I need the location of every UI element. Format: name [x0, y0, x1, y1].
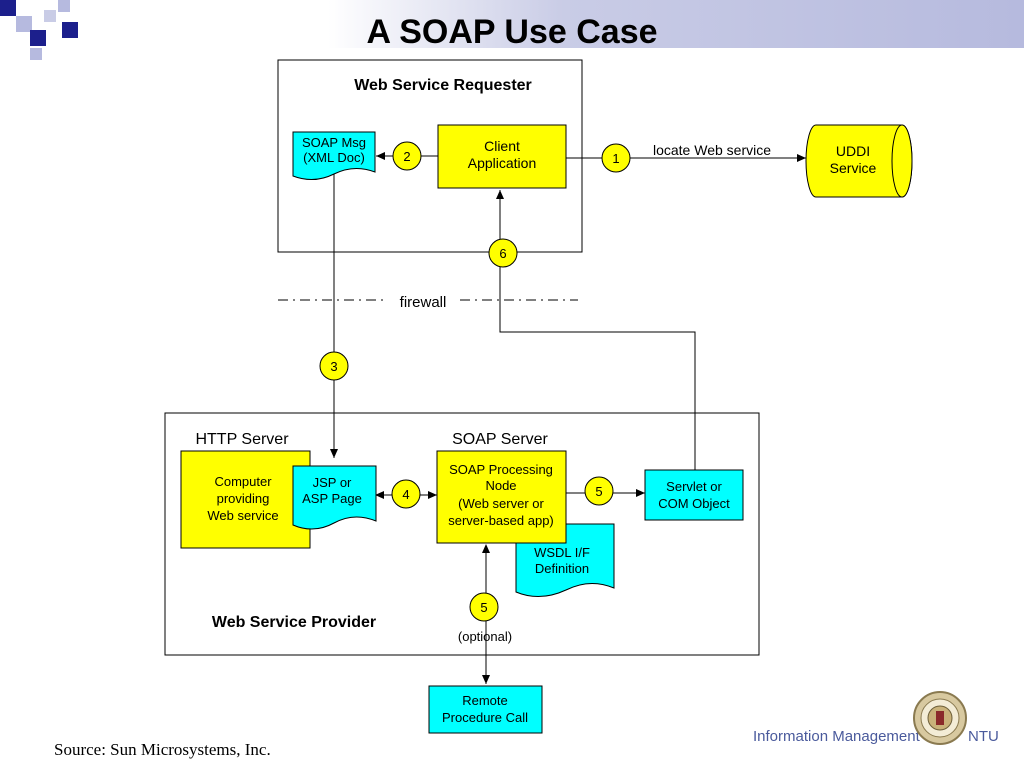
title-bar: [0, 0, 1024, 48]
step-5-badge-optional: 5: [469, 592, 499, 622]
rpc-line2: Procedure Call: [442, 710, 528, 725]
logo-square-dark-2: [30, 30, 46, 46]
computer-line3: Web service: [207, 508, 278, 523]
uddi-cylinder-end: [891, 124, 913, 198]
computer-box: [180, 450, 311, 549]
node-line2: Node: [485, 478, 516, 493]
provider-title: Web Service Provider: [212, 614, 376, 631]
step-5-badge-servlet: 5: [584, 476, 614, 506]
step-3-label: 3: [330, 359, 337, 374]
step-2-label: 2: [403, 149, 410, 164]
client-application-box: [437, 124, 567, 189]
client-app-line2: Application: [468, 155, 537, 171]
http-server-label: HTTP Server: [195, 431, 289, 448]
soap-msg-line1: SOAP Msg: [302, 135, 366, 150]
computer-line2: providing: [217, 491, 270, 506]
servlet-box: [644, 469, 744, 521]
step-6-badge: 6: [488, 238, 518, 268]
optional-label: (optional): [458, 629, 512, 644]
rpc-box: [428, 685, 543, 734]
logo-square-light-2: [44, 10, 56, 22]
client-app-line1: Client: [484, 138, 520, 154]
node-line4: server-based app): [448, 513, 554, 528]
wsdl-line1: WSDL I/F: [534, 545, 590, 560]
step-6-label: 6: [499, 246, 506, 261]
node-line3: (Web server or: [458, 496, 544, 511]
soap-msg-line2: (XML Doc): [303, 150, 365, 165]
requester-title: Web Service Requester: [354, 77, 532, 94]
servlet-line2: COM Object: [658, 496, 730, 511]
footer-school: NTU: [968, 728, 999, 745]
step-4-label: 4: [402, 487, 409, 502]
logo-square-light: [16, 16, 32, 32]
logo-square-dark-3: [62, 22, 78, 38]
step-1-badge: 1: [601, 143, 631, 173]
computer-line1: Computer: [214, 474, 272, 489]
wsdl-line2: Definition: [535, 561, 589, 576]
uddi-line2: Service: [830, 160, 877, 176]
locate-label: locate Web service: [653, 142, 771, 158]
soap-msg-doc: [292, 131, 376, 180]
logo-square-light-4: [30, 48, 42, 60]
slide-title: A SOAP Use Case: [366, 13, 658, 51]
logo-square-light-3: [58, 0, 70, 12]
logo-square-dark: [0, 0, 16, 16]
jsp-line1: JSP or: [313, 475, 352, 490]
servlet-line1: Servlet or: [666, 479, 722, 494]
soap-processing-node-box: [436, 450, 567, 544]
rpc-line1: Remote: [462, 693, 508, 708]
jsp-line2: ASP Page: [302, 491, 362, 506]
step-3-badge: 3: [319, 351, 349, 381]
source-caption: Source: Sun Microsystems, Inc.: [54, 740, 271, 759]
firewall-label: firewall: [400, 294, 447, 311]
step-1-label: 1: [612, 151, 619, 166]
jsp-asp-doc: [292, 465, 377, 530]
ntu-seal-icon: [913, 691, 967, 745]
uddi-line1: UDDI: [836, 143, 870, 159]
step-4-badge: 4: [391, 479, 421, 509]
footer-org: Information Management: [753, 728, 920, 745]
step-5b-label: 5: [480, 600, 487, 615]
soap-server-label: SOAP Server: [452, 431, 548, 448]
step-2-badge: 2: [392, 141, 422, 171]
step-5a-label: 5: [595, 484, 602, 499]
node-line1: SOAP Processing: [449, 462, 553, 477]
